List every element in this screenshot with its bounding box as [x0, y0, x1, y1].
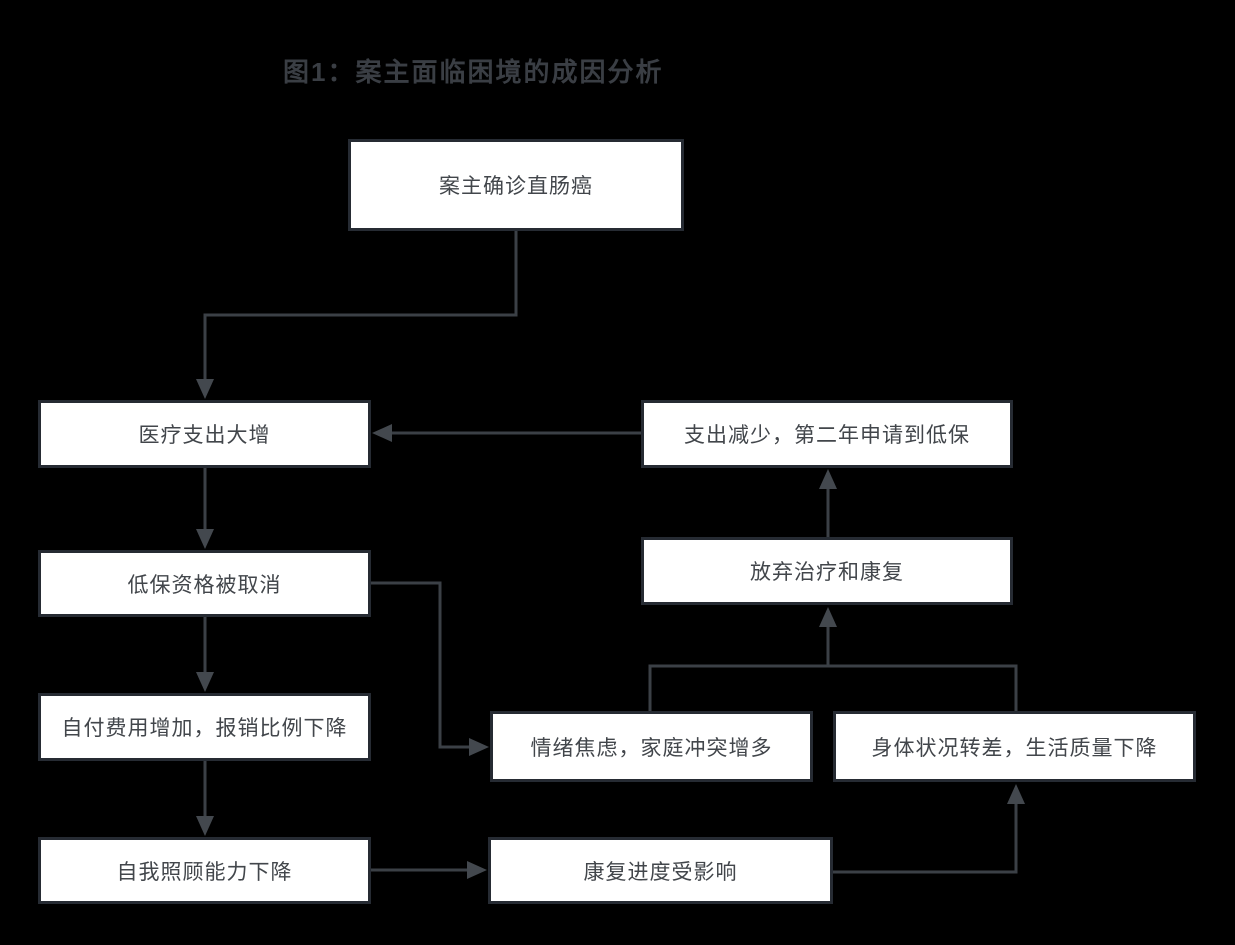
edge-diagnosis-to-medical-expense	[203, 231, 518, 381]
node-label: 案主确诊直肠癌	[439, 175, 593, 198]
node-give-up-treatment: 放弃治疗和康复	[641, 537, 1013, 605]
node-expense-reduced: 支出减少，第二年申请到低保	[641, 400, 1013, 468]
arrowhead-right-emotional-anxiety	[469, 738, 489, 756]
edge-junction-emotional-physical	[648, 664, 1018, 711]
node-label: 低保资格被取消	[127, 573, 282, 597]
node-label: 自我照顾能力下降	[116, 860, 293, 884]
arrowhead-right-rehab-affected	[467, 861, 487, 879]
node-self-care: 自我照顾能力下降	[38, 837, 371, 904]
node-label: 放弃治疗和康复	[750, 561, 904, 584]
arrowhead-up-give-up-treatment	[819, 607, 837, 627]
node-label: 情绪焦虑，家庭冲突增多	[530, 736, 773, 760]
node-out-of-pocket: 自付费用增加，报销比例下降	[38, 693, 371, 761]
edge-subsistence-cancelled-to-emotional-anxiety	[371, 581, 471, 749]
node-diagnosis: 案主确诊直肠癌	[348, 139, 684, 231]
node-medical-expense: 医疗支出大增	[38, 400, 371, 468]
node-label: 医疗支出大增	[138, 424, 271, 447]
node-label: 支出减少，第二年申请到低保	[684, 424, 970, 447]
arrowhead-down-self-care	[196, 816, 214, 836]
arrowhead-down-medical-expense	[196, 379, 214, 399]
node-emotional-anxiety: 情绪焦虑，家庭冲突增多	[490, 711, 813, 782]
node-label: 自付费用增加，报销比例下降	[61, 717, 348, 740]
arrowhead-left-medical-expense	[372, 424, 392, 442]
node-label: 康复进度受影响	[583, 860, 738, 884]
diagram-title: 图1：案主面临困境的成因分析	[283, 57, 664, 87]
edge-rehab-affected-to-physical-decline	[833, 802, 1018, 874]
node-rehab-affected: 康复进度受影响	[488, 837, 833, 904]
node-label: 身体状况转差，生活质量下降	[871, 736, 1158, 760]
node-physical-decline: 身体状况转差，生活质量下降	[833, 711, 1196, 782]
arrowhead-down-out-of-pocket	[196, 672, 214, 692]
arrowhead-up-physical-decline	[1007, 784, 1025, 804]
arrowhead-up-expense-reduced	[819, 469, 837, 489]
node-subsistence-cancelled: 低保资格被取消	[38, 550, 371, 617]
arrowhead-down-subsistence-cancelled	[196, 529, 214, 549]
